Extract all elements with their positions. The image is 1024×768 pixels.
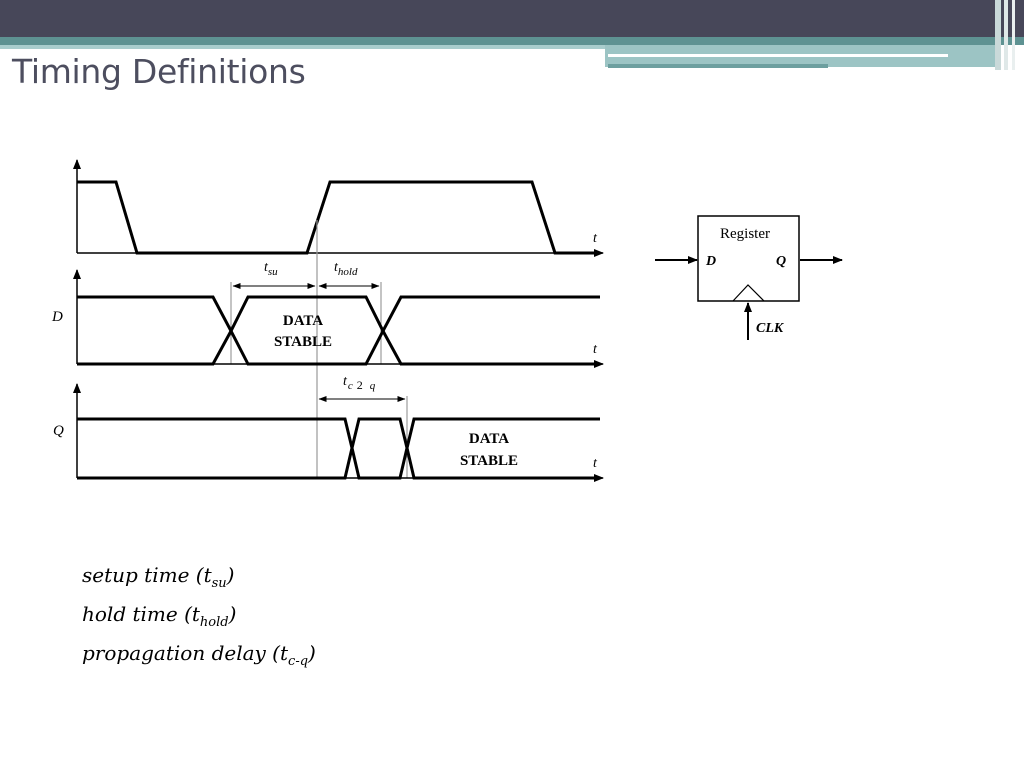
- register-clk-label: CLK: [756, 321, 785, 336]
- legend-hold-close: ): [228, 602, 237, 626]
- tsu-label: tsu: [264, 260, 278, 278]
- header-dark-band: [0, 0, 1024, 37]
- q-waveform-group: Q t DATA STABLE: [53, 383, 604, 482]
- register-block: Register D Q CLK: [655, 215, 843, 340]
- clock-waveform-group: t: [73, 159, 604, 257]
- clock-time-label: t: [593, 231, 598, 246]
- header-side-bar-2: [1004, 0, 1008, 70]
- thold-label: thold: [334, 260, 358, 278]
- d-data-stable-line1: DATA: [283, 313, 323, 329]
- d-waveform-high: [77, 295, 600, 335]
- legend-setup-sub: su: [211, 576, 227, 591]
- q-waveform-low: [77, 447, 600, 480]
- setup-time-dimension: tsu: [232, 260, 316, 289]
- legend-prop-sym: t: [280, 641, 289, 665]
- timing-legend: setup time (tsu) hold time (thold) propa…: [82, 560, 316, 677]
- tsu-sub: su: [268, 266, 278, 278]
- thold-main: t: [334, 260, 339, 275]
- tc2q-sub1: c: [348, 380, 353, 392]
- q-data-stable-line2: STABLE: [460, 453, 518, 469]
- legend-setup-sym: t: [203, 563, 212, 587]
- slide-header-decoration: [0, 0, 1024, 70]
- d-time-label: t: [593, 342, 598, 357]
- d-waveform-low: [77, 327, 600, 366]
- legend-hold-sub: hold: [199, 615, 229, 630]
- header-teal-strip: [608, 64, 828, 68]
- q-data-stable-line1: DATA: [469, 431, 509, 447]
- q-waveform-high: [77, 417, 600, 449]
- tsu-main: t: [264, 260, 269, 275]
- legend-setup-text: setup time (: [82, 563, 204, 587]
- legend-hold-sym: t: [191, 602, 200, 626]
- q-signal-label: Q: [53, 423, 64, 439]
- legend-hold-text: hold time (: [82, 602, 192, 626]
- q-time-label: t: [593, 456, 598, 471]
- register-input-label: D: [705, 254, 716, 269]
- legend-prop-sub: c-q: [288, 654, 309, 669]
- hold-time-dimension: thold: [318, 260, 380, 289]
- legend-setup-close: ): [226, 563, 235, 587]
- thold-sub: hold: [338, 266, 358, 278]
- legend-hold-time: hold time (thold): [82, 599, 316, 638]
- clock-waveform: [77, 180, 595, 255]
- register-output-label: Q: [776, 254, 786, 269]
- tc2q-sub2: q: [370, 380, 376, 392]
- legend-prop-close: ): [308, 641, 316, 665]
- header-white-strip: [608, 54, 948, 57]
- legend-prop-text: propagation delay (: [82, 641, 280, 665]
- d-data-stable-line2: STABLE: [274, 334, 332, 350]
- clock-triangle-icon: [732, 284, 765, 302]
- header-teal-band: [0, 37, 1024, 45]
- header-light-band: [0, 45, 605, 49]
- register-box: [697, 215, 800, 302]
- page-title: Timing Definitions: [12, 52, 306, 91]
- tc2q-main: t: [343, 374, 348, 389]
- header-side-bar-3: [1012, 0, 1015, 70]
- header-side-bars: [995, 0, 1001, 70]
- legend-setup-time: setup time (tsu): [82, 560, 316, 599]
- d-waveform-group: D t DATA STABLE: [51, 269, 604, 368]
- register-name: Register: [720, 226, 770, 242]
- tc2q-mid: 2: [357, 378, 363, 392]
- d-signal-label: D: [51, 309, 63, 325]
- legend-propagation-delay: propagation delay (tc-q): [82, 638, 316, 677]
